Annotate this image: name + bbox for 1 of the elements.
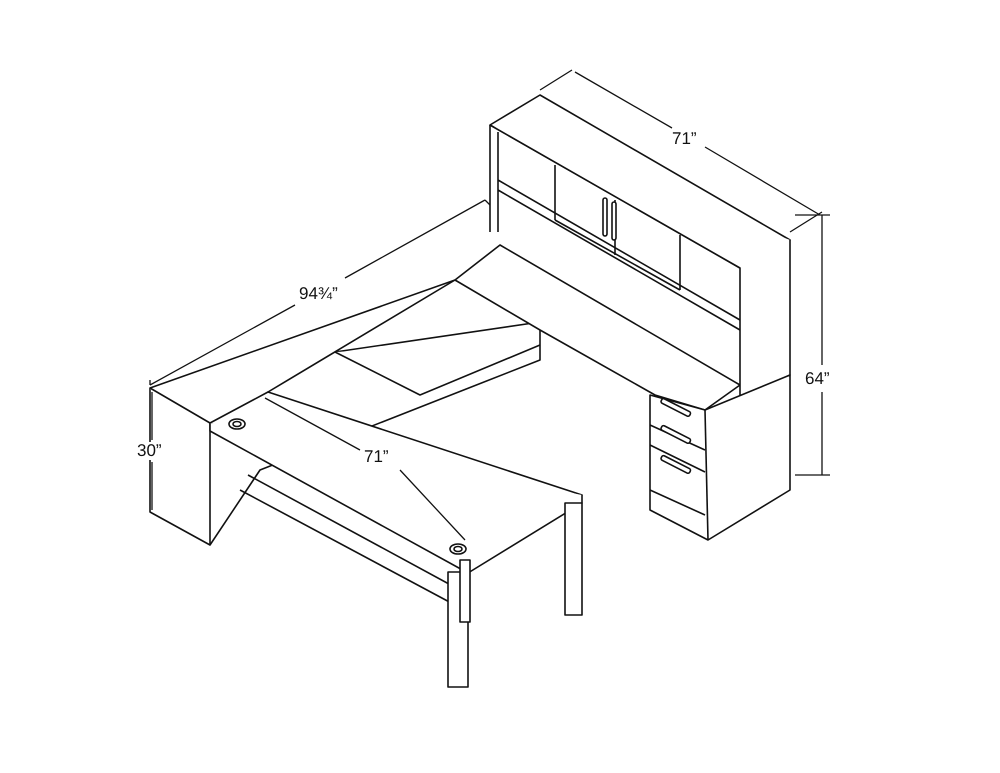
dimension-label: 30”	[135, 442, 164, 460]
